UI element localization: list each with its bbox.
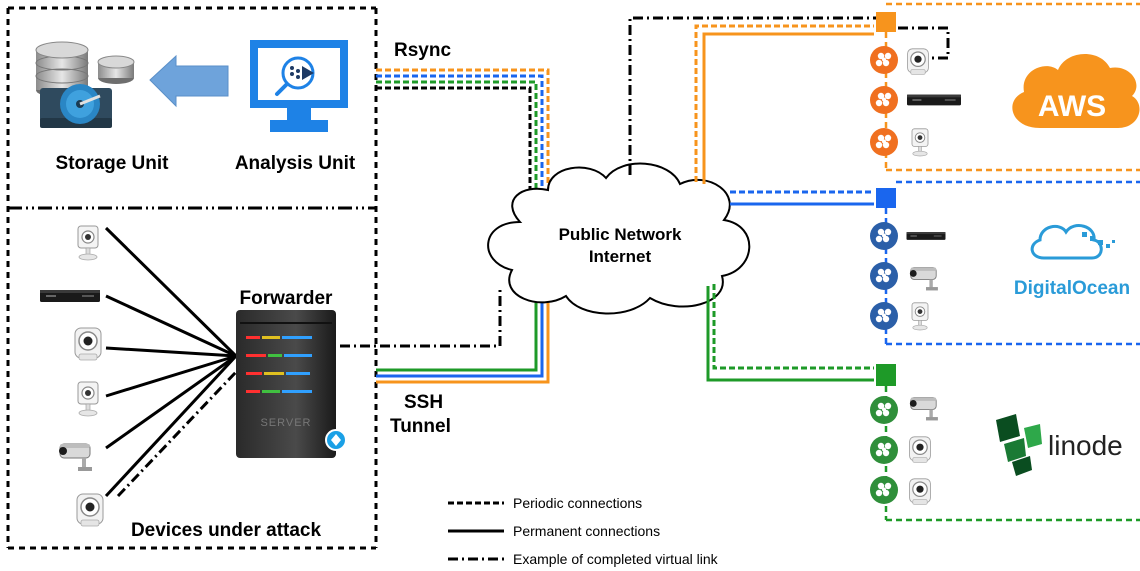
forwarder-label: Forwarder <box>240 288 334 309</box>
rsync-connections <box>376 68 550 196</box>
honeypot-icon <box>870 436 898 464</box>
internet-label: Internet <box>589 247 652 266</box>
public-network-label: Public Network <box>559 225 682 244</box>
legend-virtual-link-label: Example of completed virtual link <box>513 551 719 567</box>
storage-unit-label: Storage Unit <box>56 153 170 174</box>
dvr-icon <box>907 94 961 106</box>
honeypot-icon <box>870 262 898 290</box>
ssh-tunnel-connections <box>340 286 550 384</box>
central-facility-box <box>6 6 378 550</box>
camera-icon <box>77 225 99 261</box>
server-text: SERVER <box>260 417 311 429</box>
linode-logo: linode <box>996 414 1123 476</box>
internet-cloud: Public Network Internet <box>487 162 751 315</box>
camera-icon <box>911 302 929 331</box>
camera-icon <box>906 48 930 76</box>
storage-unit-icon <box>35 41 135 128</box>
digitalocean-section: DigitalOcean <box>870 180 1140 346</box>
legend-periodic-label: Periodic connections <box>513 495 642 511</box>
analysis-unit-label: Analysis Unit <box>235 153 356 174</box>
honeypot-icon <box>870 476 898 504</box>
aws-logo-text: AWS <box>1038 90 1106 123</box>
honeypot-icon <box>870 46 898 74</box>
ssh-label: SSH <box>404 392 443 413</box>
analysis-unit-icon <box>250 40 348 132</box>
honeypot-icon <box>870 302 898 330</box>
honeypot-icon <box>870 128 898 156</box>
legend: Periodic connections Permanent connectio… <box>448 495 719 567</box>
linode-logo-text: linode <box>1048 430 1123 461</box>
camera-icon <box>911 128 929 157</box>
aws-section: AWS <box>870 2 1140 172</box>
camera-icon <box>76 493 104 527</box>
digitalocean-logo-text: DigitalOcean <box>1014 278 1130 299</box>
device-connections <box>104 226 238 498</box>
provider-connections <box>628 16 950 382</box>
camera-icon <box>909 397 939 421</box>
camera-icon <box>909 267 939 291</box>
digitalocean-logo: DigitalOcean <box>1014 224 1130 299</box>
camera-icon <box>74 327 102 361</box>
devices-under-attack-label: Devices under attack <box>131 520 322 541</box>
camera-icon <box>77 381 99 417</box>
honeypot-icon <box>870 222 898 250</box>
dvr-icon <box>40 290 100 302</box>
camera-icon <box>908 436 932 463</box>
camera-icon <box>908 478 932 505</box>
honeypot-icon <box>870 396 898 424</box>
dvr-icon <box>906 232 946 240</box>
tunnel-label: Tunnel <box>390 416 451 437</box>
honeypot-icon <box>870 86 898 114</box>
server-icon: SERVER <box>236 310 347 458</box>
aws-logo: AWS <box>1012 53 1140 128</box>
camera-icon <box>58 443 93 472</box>
rsync-label: Rsync <box>394 40 451 61</box>
arrow-icon <box>149 54 229 108</box>
linode-section: linode <box>870 364 1140 522</box>
legend-permanent-label: Permanent connections <box>513 523 660 539</box>
